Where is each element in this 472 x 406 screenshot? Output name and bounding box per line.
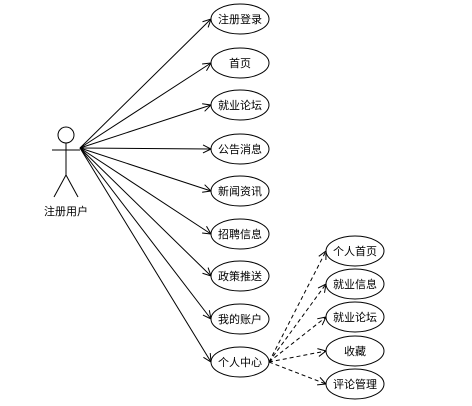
- use-case-ellipse[interactable]: [210, 47, 270, 79]
- sub-use-case-label: 个人首页: [333, 244, 377, 258]
- use-case-ellipse[interactable]: [210, 260, 270, 292]
- use-case-ellipse[interactable]: [210, 89, 270, 121]
- dependency-job-info: [268, 284, 326, 363]
- actor-head: [57, 126, 75, 144]
- actor-right-leg: [65, 174, 79, 198]
- use-case-label: 首页: [229, 56, 251, 70]
- sub-use-case-comment-mgmt[interactable]: 评论管理: [325, 368, 385, 400]
- use-case-news[interactable]: 新闻资讯: [210, 175, 270, 207]
- association-recruitment: [79, 147, 211, 234]
- use-case-label: 公告消息: [218, 142, 262, 156]
- use-case-forum[interactable]: 就业论坛: [210, 89, 270, 121]
- association-personal-center: [79, 147, 211, 362]
- use-case-policy[interactable]: 政策推送: [210, 260, 270, 292]
- sub-use-case-favorites[interactable]: 收藏: [325, 335, 385, 367]
- actor-name: 注册用户: [44, 204, 88, 218]
- use-case-recruitment[interactable]: 招聘信息: [210, 218, 270, 250]
- use-case-personal-center[interactable]: 个人中心: [210, 346, 270, 378]
- sub-use-case-ellipse[interactable]: [325, 268, 385, 300]
- use-case-home[interactable]: 首页: [210, 47, 270, 79]
- use-case-label: 政策推送: [218, 269, 262, 283]
- sub-use-case-label: 评论管理: [333, 377, 377, 391]
- use-case-label: 新闻资讯: [218, 184, 262, 198]
- dependency-favorites: [268, 351, 326, 363]
- sub-use-case-personal-home[interactable]: 个人首页: [325, 235, 385, 267]
- use-case-ellipse[interactable]: [210, 303, 270, 335]
- sub-use-case-label: 就业论坛: [333, 310, 377, 324]
- use-case-ellipse[interactable]: [210, 175, 270, 207]
- use-case-ellipse[interactable]: [210, 133, 270, 165]
- use-case-ellipse[interactable]: [210, 346, 270, 378]
- actor: 注册用户: [44, 126, 88, 218]
- association-register-login: [79, 19, 211, 149]
- dependency-comment-mgmt: [268, 361, 326, 384]
- use-case-register-login[interactable]: 注册登录: [210, 3, 270, 35]
- association-account: [79, 147, 211, 319]
- sub-use-case-my-forum[interactable]: 就业论坛: [325, 301, 385, 333]
- sub-use-case-job-info[interactable]: 就业信息: [325, 268, 385, 300]
- association-announcement: [79, 148, 211, 149]
- association-lines: [79, 19, 211, 362]
- actor-left-leg: [53, 174, 67, 198]
- dependency-personal-home: [268, 251, 326, 363]
- use-case-ellipse[interactable]: [210, 3, 270, 35]
- dependency-my-forum: [268, 317, 326, 363]
- sub-use-case-ellipse[interactable]: [325, 368, 385, 400]
- use-case-account[interactable]: 我的账户: [210, 303, 270, 335]
- sub-use-case-ellipse[interactable]: [325, 301, 385, 333]
- association-home: [79, 63, 211, 149]
- sub-use-case-ellipse[interactable]: [325, 235, 385, 267]
- use-case-ellipse[interactable]: [210, 218, 270, 250]
- use-case-label: 我的账户: [218, 312, 262, 326]
- association-forum: [79, 105, 211, 149]
- association-news: [79, 147, 211, 191]
- sub-use-case-label: 就业信息: [333, 277, 377, 291]
- use-case-label: 个人中心: [218, 356, 262, 369]
- use-case-label: 就业论坛: [218, 98, 262, 112]
- use-case-label: 招聘信息: [218, 227, 262, 241]
- use-case-announcement[interactable]: 公告消息: [210, 133, 270, 165]
- association-policy: [79, 147, 211, 276]
- sub-use-case-label: 收藏: [344, 344, 366, 358]
- use-case-label: 注册登录: [218, 12, 262, 26]
- sub-use-case-ellipse[interactable]: [325, 335, 385, 367]
- dependency-lines: [268, 251, 326, 384]
